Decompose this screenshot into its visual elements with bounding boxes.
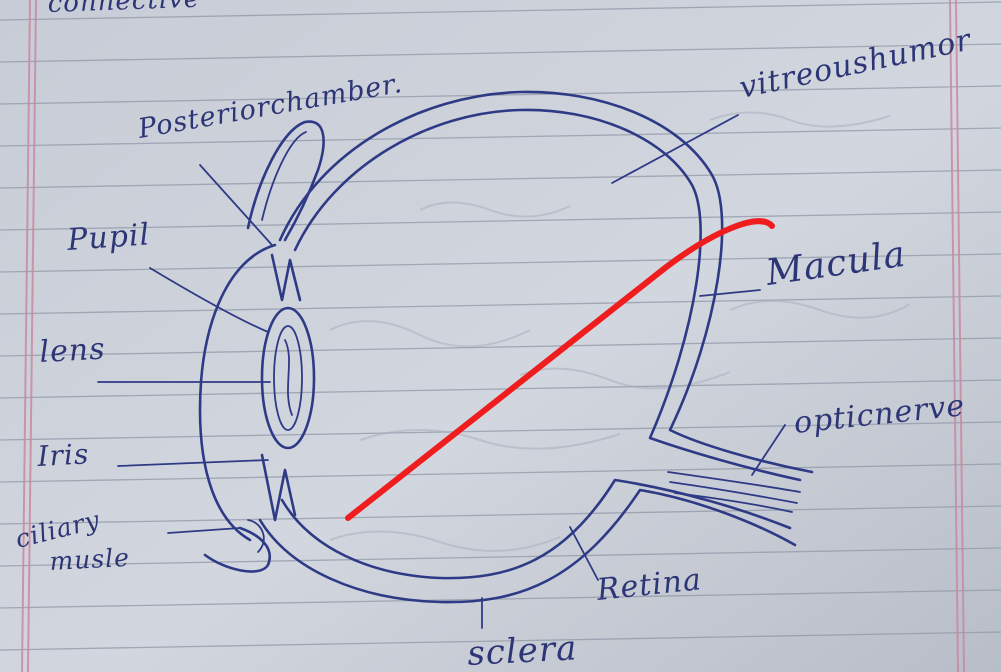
label-iris: Iris — [36, 437, 90, 473]
label-pupil: Pupil — [65, 217, 151, 258]
label-sclera: sclera — [466, 628, 578, 672]
label-lens: lens — [39, 332, 107, 370]
label-ciliary-line2: musle — [49, 543, 131, 576]
